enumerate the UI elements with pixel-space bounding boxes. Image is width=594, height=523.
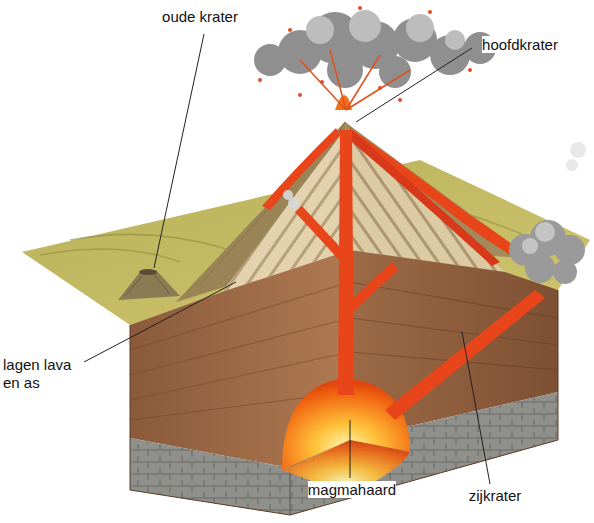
part-label: hoofdkrater	[482, 36, 558, 54]
part-label: magmahaard	[308, 481, 396, 499]
label-text: magmahaard	[308, 481, 396, 498]
label-text: zijkrater	[469, 487, 522, 504]
label-text: oude krater	[162, 8, 238, 25]
part-label: zijkrater	[469, 487, 522, 505]
label-text: lagen lava en as	[3, 356, 71, 391]
label-text: hoofdkrater	[482, 36, 558, 53]
part-label: oude krater	[162, 8, 238, 26]
part-label: lagen lava en as	[3, 356, 85, 392]
